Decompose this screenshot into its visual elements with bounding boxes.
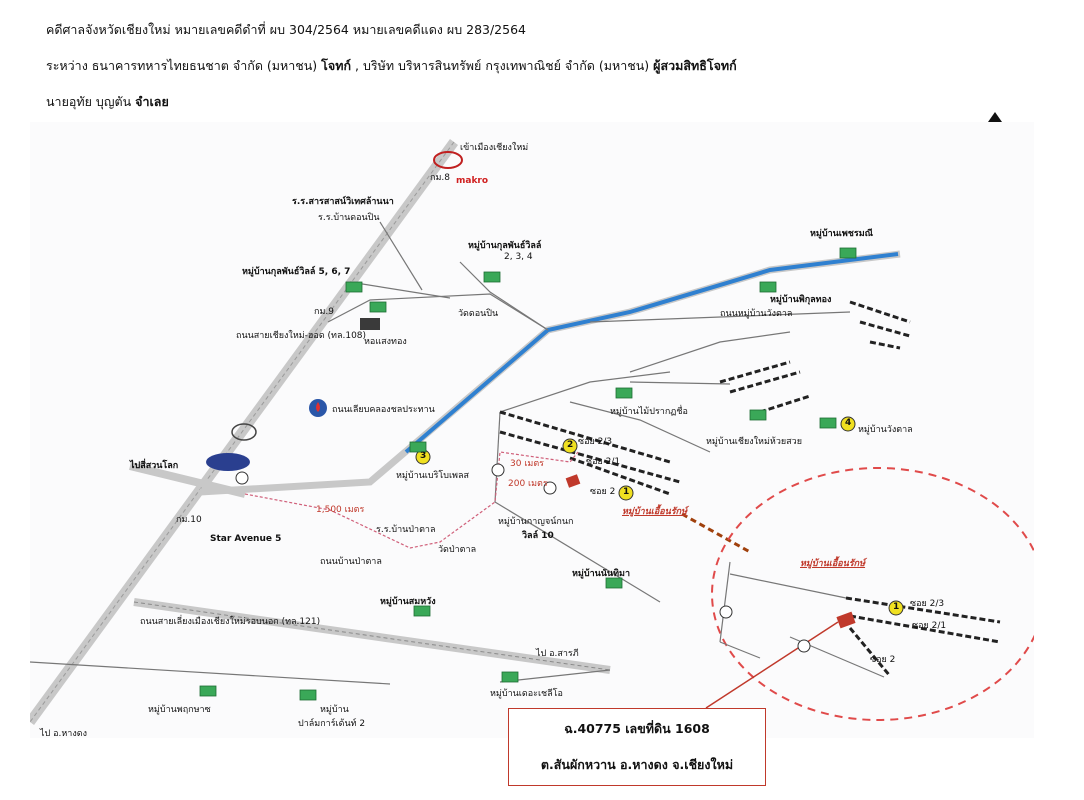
label-road-mid: ถนนหมู่บ้านวังตาล [720,309,793,319]
inset-circle [711,467,1034,721]
label-soi-23: ซอย 2/3 [578,437,613,447]
irrigation-canal [404,252,899,454]
label-to-sanklang: ไปสี่สวนโลก [130,461,179,471]
label-maiprakchue: หมู่บ้านไม้ปรากฏชื่อ [610,407,688,417]
callout-location: ต.สันผักหวาน อ.หางดง จ.เชียงใหม่ [540,757,734,772]
inset-leader [681,512,751,554]
assignee-company: , บริษัท บริหารสินทรัพย์ กรุงเทพาณิชย์ จ… [351,58,650,73]
label-kanchanok: หมู่บ้านกาญจน์กนก [498,517,574,527]
defendant-label: จำเลย [135,94,169,109]
label-km8: กม.8 [430,173,450,183]
label-sommawang: หมู่บ้านสมหวัง [380,597,436,607]
ford-logo-icon [206,453,250,471]
label-kunlaphan-234: หมู่บ้านกุลพันธ์วิลล์ [468,241,542,251]
label-chiangmai-huaisuai: หมู่บ้านเชียงใหม่ห้วยสวย [706,437,802,447]
minor-roads [30,221,851,685]
label-palm-garden-2: ปาล์มการ์เด้นท์ 2 [298,719,366,729]
label-dist-200: 200 เมตร [508,479,548,489]
label-canal-road: ถนนเลียบคลองชลประทาน [332,405,435,415]
label-soi-21: ซอย 2/1 [586,457,621,467]
label-hor-saengthong: หอแสงทอง [364,337,407,347]
marker-1-number: 1 [623,487,630,497]
marker-4-number: 4 [845,418,852,428]
marker-2-number: 2 [567,440,574,450]
toyota-logo-icon [433,151,463,169]
target-parcel [565,474,581,488]
label-soi-2: ซอย 2 [590,487,616,497]
label-dist-1500: 1,500 เมตร [316,505,365,515]
label-to-chiangmai: เข้าเมืองเชียงใหม่ [460,143,529,153]
inset-target-parcel [836,611,856,629]
label-muean-rak: หมู่บ้านเอื้อนรักษ์ [622,507,688,517]
label-wat-pa-tan: วัดป่าตาล [438,545,477,555]
junction-circles [235,463,811,653]
map-background [30,122,1034,738]
label-bonaville: หมู่บ้านเบริโบเพลส [396,471,469,481]
inset-label-soi-23: ซอย 2/3 [910,599,945,609]
marker-4-map [840,416,856,432]
marker-2-map [562,438,578,454]
label-villa-10: วิลล์ 10 [522,531,554,541]
label-road-121: ถนนสายเลี่ยงเมืองเชียงใหม่รอบนอก (ทล.121… [140,617,321,627]
label-palm-garden-1: หมู่บ้าน [320,705,349,715]
callout-leader [705,621,839,709]
hor-saengthong-icon [360,318,380,330]
inset-title: หมู่บ้านเอื้อนรักษ์ [800,559,866,569]
callout-deed: ฉ.40775 เลขที่ดิน 1608 [564,721,710,736]
inset-label-soi-21: ซอย 2/1 [912,621,947,631]
label-to-saraphi: ไป อ.สารภี [536,649,579,659]
plaintiff-bank: ระหว่าง ธนาคารทหารไทยธนชาต จำกัด (มหาชน) [46,58,318,73]
label-wat-donpin: วัดดอนปิน [458,309,499,319]
inset-roads [719,561,885,678]
label-km9: กม.9 [314,307,334,317]
inset-soi-streets [845,596,1001,677]
label-phetchmanee: หมู่บ้านเพชรมณี [810,229,874,239]
marker-3-number: 3 [420,451,427,461]
label-makro: makro [456,176,489,186]
location-map: เข้าเมืองเชียงใหม่ makro กม.8 ร.ร.สารสาส… [30,122,1034,739]
case-number-line: คดีศาลจังหวัดเชียงใหม่ หมายเลขคดีดำที่ ผ… [46,22,526,37]
label-road-pa-tan: ถนนบ้านป่าตาล [320,557,382,567]
label-to-hangdong: ไป อ.หางดง [40,729,87,739]
label-phikulthong: หมู่บ้านพิกุลทอง [770,295,832,305]
parties-line: ระหว่าง ธนาคารทหารไทยธนชาต จำกัด (มหาชน)… [46,56,737,76]
label-de-chalet: หมู่บ้านเดอะเชลีโอ [490,689,563,699]
parcel-callout: ฉ.40775 เลขที่ดิน 1608 ต.สันผักหวาน อ.หา… [508,708,766,786]
label-road-108: ถนนสายเชียงใหม่-ฮอด (ทล.108) [236,331,367,341]
plaintiff-label: โจทก์ [321,58,352,73]
inset-label-soi-2: ซอย 2 [870,655,896,665]
label-dist-30: 30 เมตร [510,459,545,469]
marker-1-map [618,485,634,501]
soi-streets [499,300,911,496]
inset-marker-1-number: 1 [893,602,900,612]
substitute-plaintiff-label: ผู้สวมสิทธิโจทก์ [653,58,737,73]
label-km10: กม.10 [176,515,202,525]
label-kunlaphan-567: หมู่บ้านกุลพันธ์วิลล์ 5, 6, 7 [242,267,351,277]
label-wangtan: หมู่บ้านวังตาล [858,425,913,435]
label-kunlaphan-234-num: 2, 3, 4 [504,252,533,262]
route-path [244,451,579,549]
marker-1-inset [888,600,904,616]
label-star-avenue: Star Avenue 5 [210,534,282,544]
label-nanthima: หมู่บ้านนันทิมา [572,569,631,579]
map-canvas [30,122,1034,738]
mazda-logo-icon [231,423,257,441]
defendant-line: นายอุทัย บุญตัน จำเลย [46,92,169,112]
label-school-pa-tan: ร.ร.บ้านป่าตาล [376,525,436,535]
label-phrueksa: หมู่บ้านพฤกษาซ [148,705,211,715]
number-markers [415,416,904,616]
label-school-sarasas: ร.ร.สารสาสน์วิเทศล้านนา [292,197,394,207]
landmark-icons [199,247,857,701]
label-school-donpin: ร.ร.บ้านดอนปิน [318,213,380,223]
defendant-name: นายอุทัย บุญตัน [46,94,132,109]
